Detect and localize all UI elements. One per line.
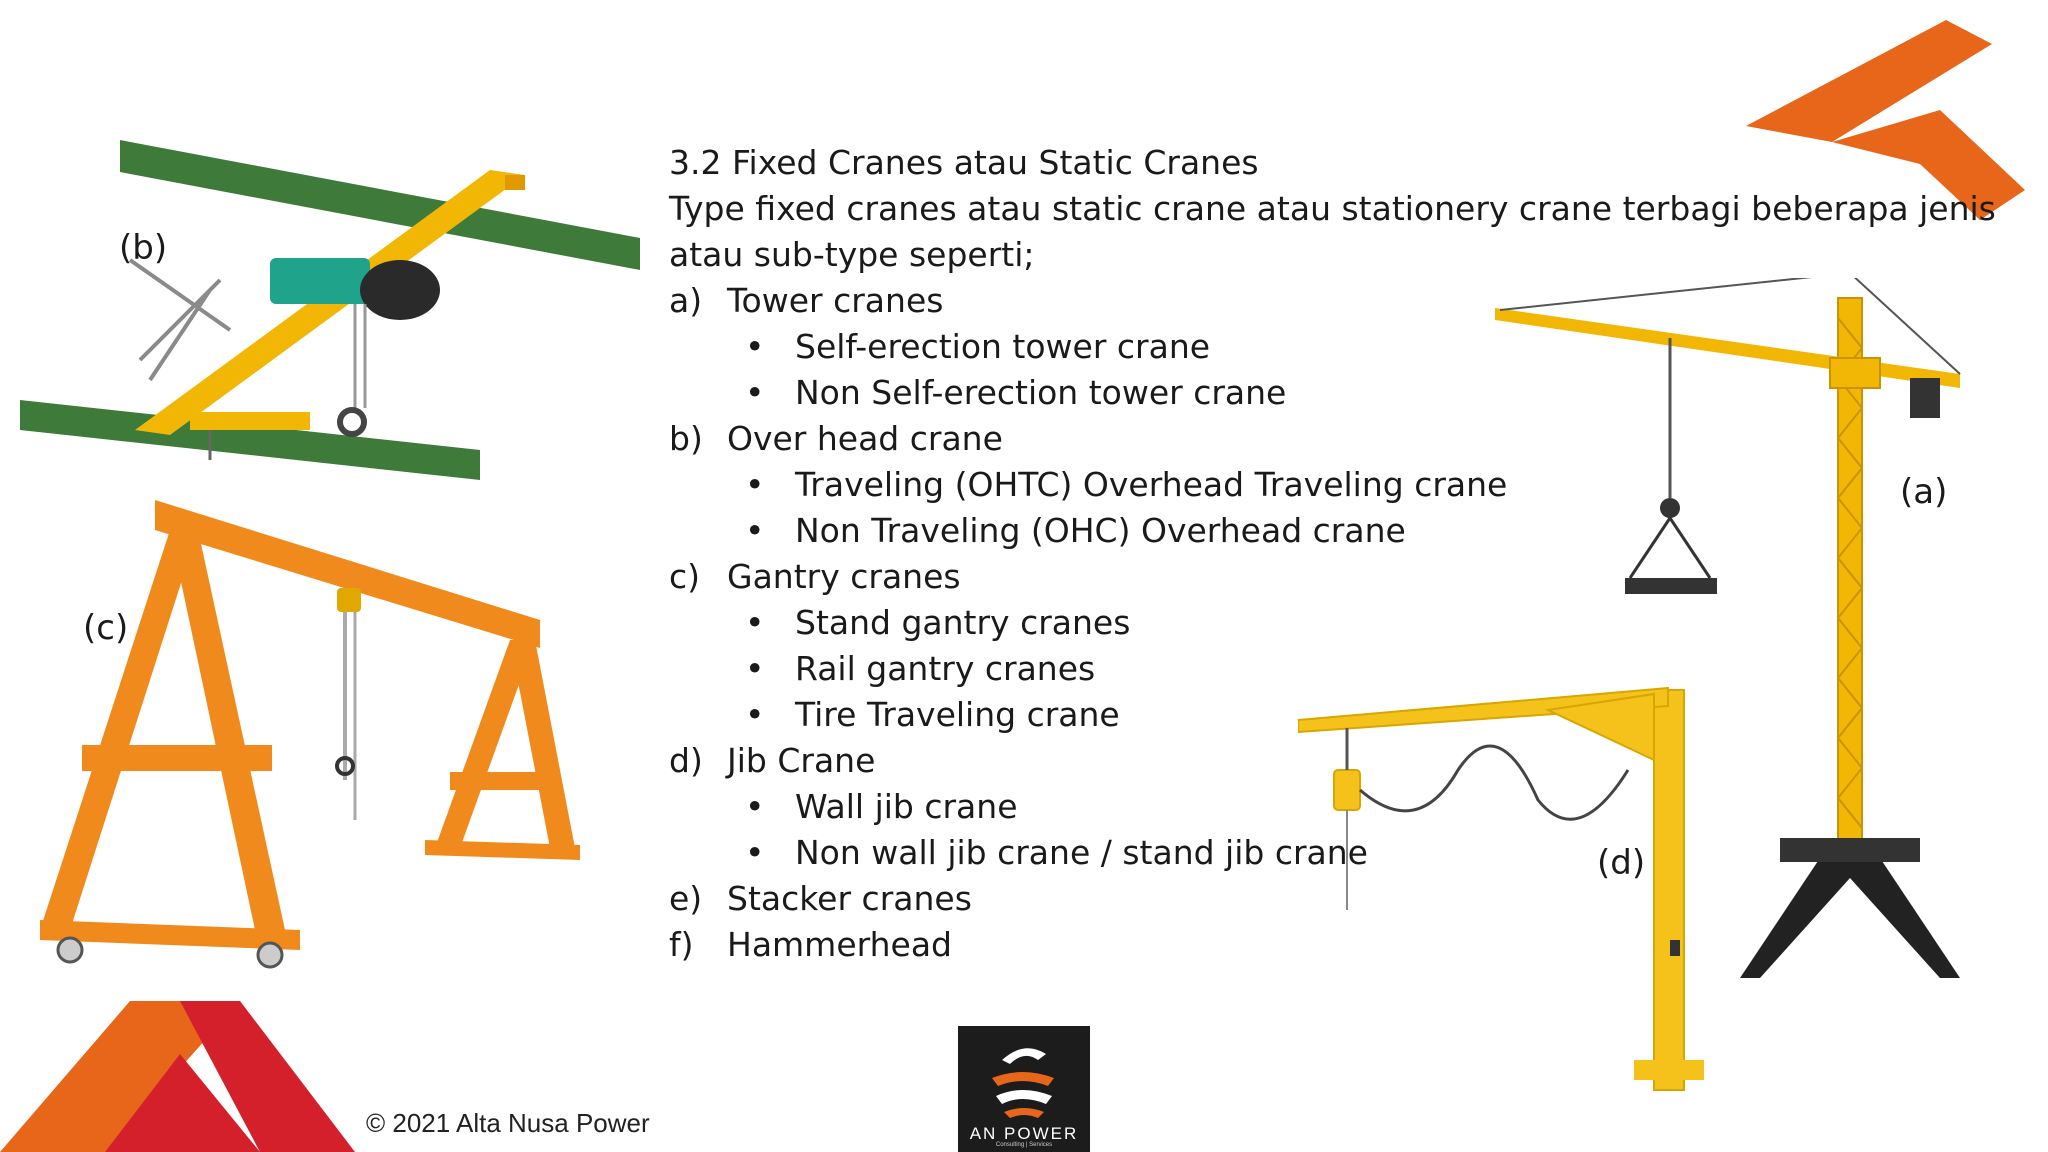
- sub-list-item-label: Non wall jib crane / stand jib crane: [795, 833, 1368, 872]
- bullet-icon: •: [745, 649, 765, 688]
- logo-subtitle: Consulting | Services: [995, 1142, 1053, 1148]
- list-item-c: c) Gantry cranes: [669, 554, 1996, 600]
- list-item-f: f) Hammerhead: [669, 922, 1996, 968]
- bullet-icon: •: [745, 833, 765, 872]
- bullet-icon: •: [745, 511, 765, 550]
- list-item-label: Over head crane: [727, 419, 1003, 458]
- footer-copyright: © 2021 Alta Nusa Power: [366, 1108, 650, 1138]
- sub-list-item: • Traveling (OHTC) Overhead Traveling cr…: [669, 462, 1996, 508]
- slide-content: 3.2 Fixed Cranes atau Static Cranes Type…: [669, 140, 1996, 968]
- list-item-label: Hammerhead: [727, 925, 953, 964]
- sub-list-item: • Tire Traveling crane: [669, 692, 1996, 738]
- logo-mark-icon: [992, 1048, 1054, 1118]
- list-marker: c): [669, 557, 701, 596]
- sub-list-item-label: Self-erection tower crane: [795, 327, 1211, 366]
- sub-list-item: • Rail gantry cranes: [669, 646, 1996, 692]
- list-item-label: Jib Crane: [727, 741, 876, 780]
- an-power-logo: AN POWER Consulting | Services: [958, 1026, 1090, 1152]
- list-marker: e): [669, 879, 703, 918]
- list-item-label: Stacker cranes: [727, 879, 972, 918]
- bullet-icon: •: [745, 327, 765, 366]
- sub-list-item: • Non wall jib crane / stand jib crane: [669, 830, 1996, 876]
- figure-label-d: (d): [1597, 843, 1646, 883]
- sub-list-item: • Non Traveling (OHC) Overhead crane: [669, 508, 1996, 554]
- sub-list-item-label: Non Traveling (OHC) Overhead crane: [795, 511, 1406, 550]
- overhead-crane-image: [20, 140, 640, 480]
- list-marker: f): [669, 925, 694, 964]
- figure-label-b: (b): [119, 228, 168, 268]
- slide-heading: 3.2 Fixed Cranes atau Static Cranes: [669, 143, 1259, 182]
- list-item-a: a) Tower cranes: [669, 278, 1996, 324]
- sub-list-item-label: Tire Traveling crane: [795, 695, 1120, 734]
- bullet-icon: •: [745, 787, 765, 826]
- list-item-e: e) Stacker cranes: [669, 876, 1996, 922]
- list-marker: b): [669, 419, 703, 458]
- list-item-d: d) Jib Crane: [669, 738, 1996, 784]
- sub-list-item: • Wall jib crane: [669, 784, 1996, 830]
- sub-list-item-label: Non Self-erection tower crane: [795, 373, 1287, 412]
- figure-label-a: (a): [1900, 472, 1948, 512]
- intro-line-2: atau sub-type seperti;: [669, 235, 1035, 274]
- brand-shape-bottom-left: [0, 1001, 355, 1152]
- tower-crane-image: [1495, 278, 1961, 978]
- list-item-label: Gantry cranes: [727, 557, 961, 596]
- sub-list-item-label: Wall jib crane: [795, 787, 1018, 826]
- brand-mark-top-right: [1746, 20, 2025, 220]
- sub-list-item: • Self-erection tower crane: [669, 324, 1996, 370]
- sub-list-item-label: Rail gantry cranes: [795, 649, 1096, 688]
- list-item-label: Tower cranes: [727, 281, 944, 320]
- jib-crane-image: [1298, 686, 1704, 1091]
- list-marker: d): [669, 741, 703, 780]
- sub-list-item-label: Traveling (OHTC) Overhead Traveling cran…: [795, 465, 1508, 504]
- bullet-icon: •: [745, 603, 765, 642]
- sub-list-item: • Stand gantry cranes: [669, 600, 1996, 646]
- gantry-crane-image: [40, 500, 580, 969]
- figure-label-c: (c): [83, 608, 129, 648]
- logo-name: AN POWER: [969, 1124, 1079, 1143]
- intro-line-1: Type fixed cranes atau static crane atau…: [669, 189, 1996, 228]
- list-item-b: b) Over head crane: [669, 416, 1996, 462]
- bullet-icon: •: [745, 465, 765, 504]
- sub-list-item-label: Stand gantry cranes: [795, 603, 1131, 642]
- sub-list-item: • Non Self-erection tower crane: [669, 370, 1996, 416]
- list-marker: a): [669, 281, 703, 320]
- bullet-icon: •: [745, 373, 765, 412]
- bullet-icon: •: [745, 695, 765, 734]
